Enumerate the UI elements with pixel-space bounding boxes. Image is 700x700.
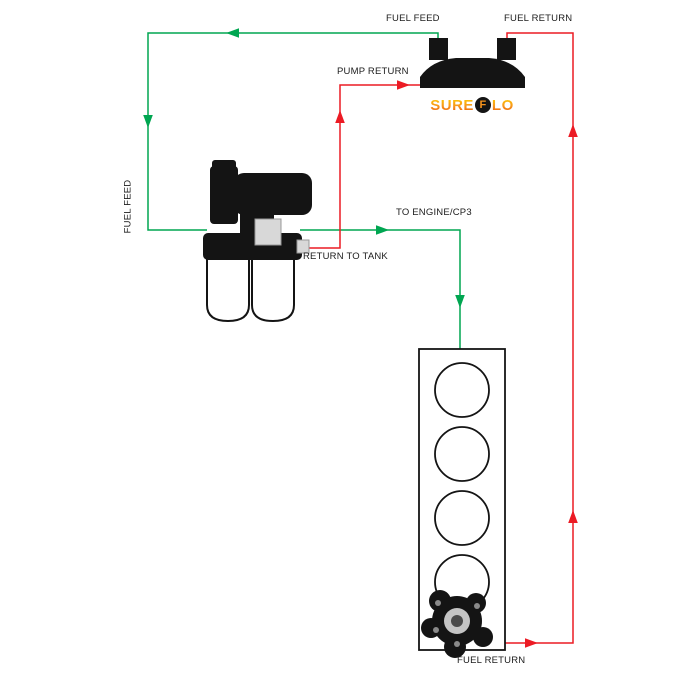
label-fuel-feed-left: FUEL FEED: [122, 179, 134, 234]
cp3-hub-center: [451, 615, 463, 627]
cp3-bolt: [454, 641, 460, 647]
pump-fitting: [254, 218, 282, 246]
sureflo-sump: [420, 38, 525, 88]
label-return-to-tank: RETURN TO TANK: [303, 251, 388, 262]
label-fuel-return-top: FUEL RETURN: [504, 13, 573, 24]
pump-return-port: [296, 239, 310, 254]
pump-motor: [234, 173, 312, 215]
feed-arrow-left-icon: [226, 28, 239, 38]
cp3-pump: [421, 590, 493, 658]
cp3-bolt: [474, 603, 480, 609]
sureflo-logo-word-start: SURE: [430, 96, 474, 114]
fuel-pump-assembly: [203, 160, 312, 323]
label-pump-return: PUMP RETURN: [337, 66, 409, 77]
return-arrow-up-upper-icon: [568, 124, 578, 137]
return-arrow-up-pump-icon: [335, 110, 345, 123]
pump-bracket: [203, 233, 302, 260]
sureflo-logo-word-end: LO: [491, 96, 514, 114]
feed-arrow-right-icon: [376, 225, 389, 235]
label-fuel-return-bottom: FUEL RETURN: [457, 655, 526, 666]
sureflo-logo: SURE F LO: [418, 96, 526, 114]
engine-cylinder-2: [434, 426, 490, 482]
engine-cylinder-1: [434, 362, 490, 418]
fuel-feed-line-pump-to-engine: [300, 229, 461, 349]
cp3-bolt: [435, 600, 441, 606]
sump-left-port: [429, 38, 448, 60]
pump-return-line: [302, 84, 427, 249]
sump-body: [420, 58, 525, 88]
sump-right-port: [497, 38, 516, 60]
feed-arrow-down-icon: [143, 115, 153, 128]
pump-head: [210, 166, 238, 224]
sureflo-logo-circle-f: F: [474, 97, 491, 113]
label-fuel-feed-top: FUEL FEED: [386, 13, 440, 24]
return-arrow-up-lower-icon: [568, 510, 578, 523]
fuel-filter-left: [206, 258, 250, 323]
cp3-bolt: [433, 627, 439, 633]
return-arrow-right-bottom-icon: [525, 638, 538, 648]
engine-cylinder-3: [434, 490, 490, 546]
feed-arrow-down-engine-icon: [455, 295, 465, 308]
label-to-engine-cp3: TO ENGINE/CP3: [396, 207, 472, 218]
return-arrow-right-pump-icon: [397, 80, 410, 90]
fuel-filter-right: [251, 258, 295, 323]
